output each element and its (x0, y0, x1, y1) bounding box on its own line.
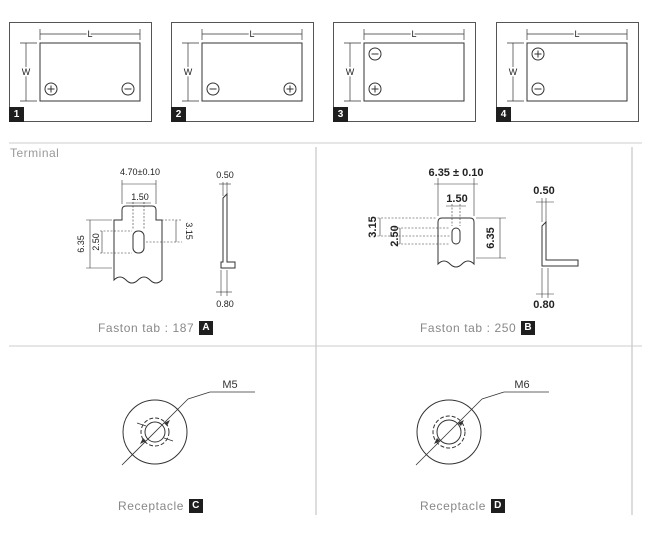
thread-size-label: M5 (222, 379, 237, 391)
layout-diagram-2: L W (182, 28, 303, 102)
section-title: Terminal (10, 146, 60, 160)
tab-height-label: 6.35 (76, 235, 86, 253)
foot-thickness-label: 0.80 (533, 299, 554, 311)
slot-offset-label: 3.15 (367, 216, 379, 237)
tab-width-label: 4.70±0.10 (120, 167, 160, 177)
receptacle-m6-drawing: M6 (415, 379, 549, 466)
layout-card-4: L W 4 (496, 22, 639, 122)
layout-diagram-1: L W (20, 28, 141, 102)
dim-l-label: L (249, 29, 254, 39)
tab-height-label: 6.35 (485, 227, 497, 248)
terminal-tag-d: D (491, 498, 506, 513)
positive-terminal-icon (368, 82, 382, 96)
positive-terminal-icon (531, 47, 545, 61)
dim-w-label: W (346, 67, 355, 77)
caption-text: Faston tab : 250 (420, 320, 517, 335)
tab-width-label: 6.35 ± 0.10 (429, 167, 484, 179)
dim-w-label: W (184, 67, 193, 77)
foot-thickness-label: 0.80 (216, 299, 234, 309)
slot-height-label: 2.50 (91, 233, 101, 251)
caption-text: Receptacle (420, 498, 487, 513)
receptacle-d-caption: Receptacle D (420, 498, 506, 513)
terminal-tag-c: C (189, 498, 204, 513)
negative-terminal-icon (206, 82, 220, 96)
dim-l-label: L (411, 29, 416, 39)
negative-terminal-icon (368, 47, 382, 61)
layout-number-badge: 2 (171, 107, 186, 122)
layout-number-badge: 3 (333, 107, 348, 122)
layout-card-3: L W 3 (333, 22, 476, 122)
layout-number-badge: 1 (9, 107, 24, 122)
slot-offset-label: 3.15 (184, 222, 194, 240)
faston-tab-187-drawing: 4.70±0.10 1.50 6.35 2.50 3.15 0.50 0.80 (76, 167, 236, 309)
negative-terminal-icon (531, 82, 545, 96)
faston-250-caption: Faston tab : 250 B (420, 320, 536, 335)
terminal-tag-a: A (199, 320, 214, 335)
slot-width-label: 1.50 (131, 192, 149, 202)
thread-size-label: M6 (514, 379, 529, 391)
faston-tab-250-drawing: 6.35 ± 0.10 1.50 3.15 2.50 6.35 0.50 0.8… (367, 167, 579, 311)
layout-diagram-4: L W (507, 28, 628, 102)
slot-height-label: 2.50 (389, 225, 401, 246)
dim-l-label: L (87, 29, 92, 39)
tab-thickness-label: 0.50 (533, 185, 554, 197)
faston-187-caption: Faston tab : 187 A (98, 320, 214, 335)
slot-width-label: 1.50 (446, 193, 467, 205)
positive-terminal-icon (283, 82, 297, 96)
caption-text: Receptacle (118, 498, 185, 513)
negative-terminal-icon (121, 82, 135, 96)
dim-l-label: L (574, 29, 579, 39)
layout-number-badge: 4 (496, 107, 511, 122)
receptacle-m5-drawing: M5 (121, 379, 255, 466)
dim-w-label: W (22, 67, 31, 77)
dim-w-label: W (509, 67, 518, 77)
layout-card-2: L W 2 (171, 22, 314, 122)
layout-diagram-3: L W (344, 28, 465, 102)
receptacle-c-caption: Receptacle C (118, 498, 204, 513)
tab-thickness-label: 0.50 (216, 170, 234, 180)
layout-card-1: L W 1 (9, 22, 152, 122)
caption-text: Faston tab : 187 (98, 320, 195, 335)
terminal-tag-b: B (521, 320, 536, 335)
positive-terminal-icon (44, 82, 58, 96)
